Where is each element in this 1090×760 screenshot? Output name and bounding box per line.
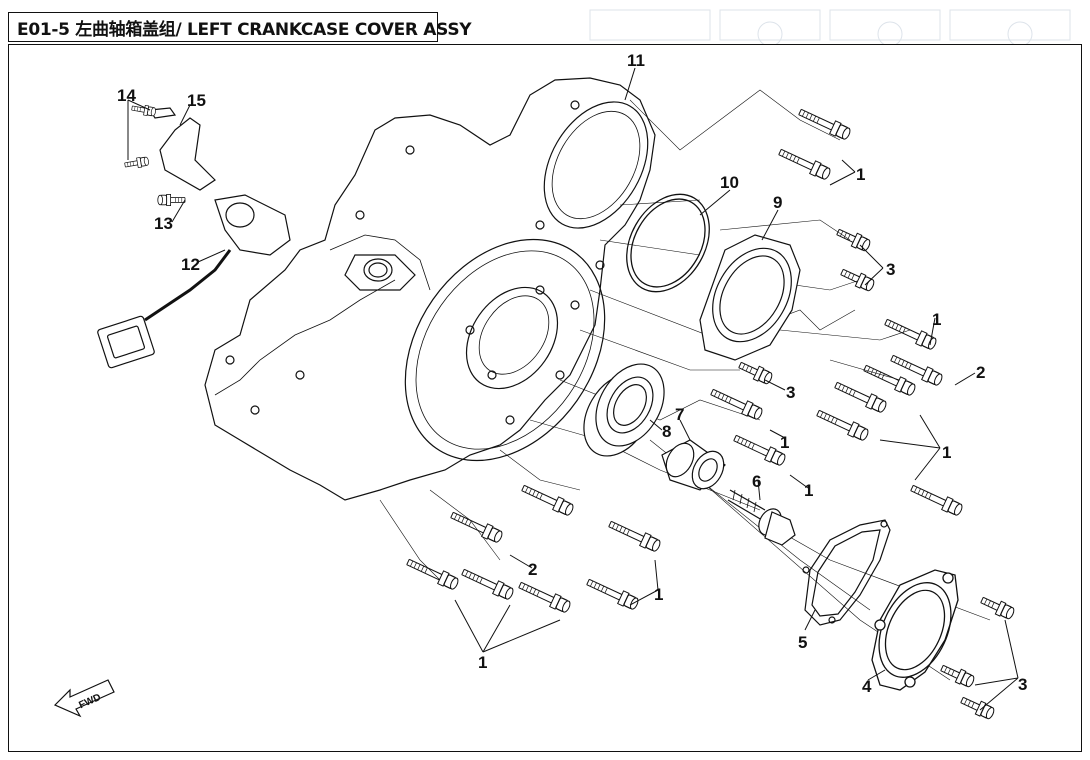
callout-2-lower: 2	[528, 560, 537, 579]
sensor-assembly	[97, 102, 291, 369]
o-ring-gasket	[626, 193, 710, 293]
crankcase-cover-body	[204, 77, 656, 501]
callout-13: 13	[154, 214, 173, 233]
sleeve	[661, 439, 726, 491]
fwd-arrow: FWD	[53, 679, 115, 718]
callout-3-lower: 3	[1018, 675, 1027, 694]
callout-1-right: 1	[942, 443, 951, 462]
callout-1-upper-right: 1	[932, 310, 941, 329]
callout-3-upper: 3	[886, 260, 895, 279]
callout-5: 5	[798, 633, 807, 652]
small-cover-plate	[699, 234, 801, 361]
callout-12: 12	[181, 255, 200, 274]
callout-1-center-b: 1	[804, 481, 813, 500]
outer-cover	[871, 569, 959, 691]
callout-14: 14	[117, 86, 136, 105]
callout-9: 9	[773, 193, 782, 212]
callout-1-center-a: 1	[780, 433, 789, 452]
callout-leaders	[127, 67, 1019, 711]
bearing	[583, 363, 665, 457]
cover-gasket	[802, 519, 891, 626]
diagram-frame	[8, 44, 1082, 752]
flange-bolt	[727, 489, 796, 546]
callout-4: 4	[862, 677, 872, 696]
callout-2-right: 2	[976, 363, 985, 382]
callout-1-top: 1	[856, 165, 865, 184]
diagram-title: E01-5 左曲轴箱盖组/ LEFT CRANKCASE COVER ASSY	[17, 19, 472, 40]
callout-1-lower-left: 1	[478, 653, 487, 672]
callout-numbers: 14 15 13 12 11 10 9 8 7 6 5 4 3 3 3 2 2 …	[117, 51, 1027, 696]
callout-15: 15	[187, 91, 206, 110]
callout-10: 10	[720, 173, 739, 192]
callout-8: 8	[662, 422, 671, 441]
callout-6: 6	[752, 472, 761, 491]
callout-3-middle: 3	[786, 383, 795, 402]
callout-7: 7	[675, 405, 684, 424]
title-box: E01-5 左曲轴箱盖组/ LEFT CRANKCASE COVER ASSY	[8, 12, 472, 42]
faded-background-header	[589, 9, 1071, 44]
callout-11: 11	[627, 51, 645, 70]
callout-1-lower-center: 1	[654, 585, 663, 604]
